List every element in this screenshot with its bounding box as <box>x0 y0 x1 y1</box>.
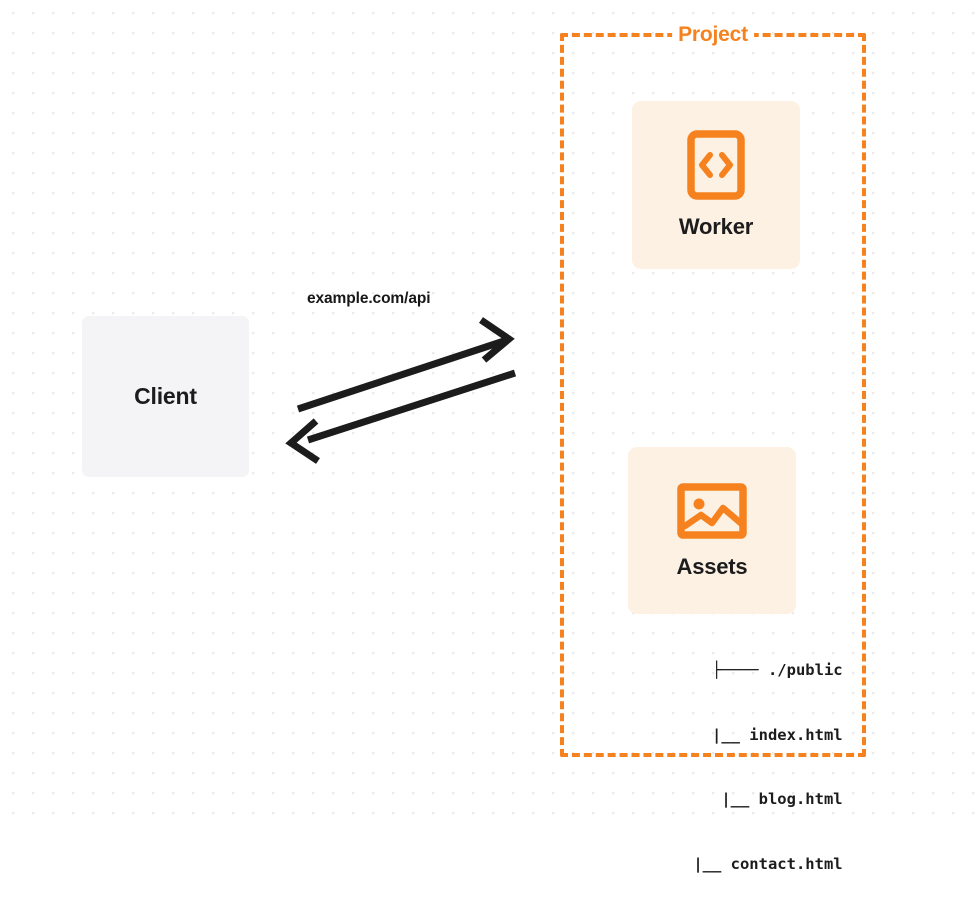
file-tree-row-text: |__ blog.html <box>600 790 843 808</box>
assets-card-label: Assets <box>676 553 748 579</box>
connection-label: example.com/api <box>307 290 431 307</box>
client-label: Client <box>134 383 197 409</box>
file-tree-row-text: |__ index.html <box>600 725 843 744</box>
arrow-left-head-icon <box>285 418 320 464</box>
file-tree-row: |__ contact.html <box>600 854 842 876</box>
diagram-canvas: Client example.com/api Project Worker <box>0 0 980 873</box>
assets-card[interactable]: Assets <box>628 447 796 614</box>
file-tree-row-text: |__ contact.html <box>600 854 843 873</box>
arrow-right-head-icon <box>479 317 515 363</box>
worker-card[interactable]: Worker <box>632 101 800 269</box>
code-brackets-icon <box>687 130 745 200</box>
asset-file-tree: ├──── ./public |__ index.html |__ blog.h… <box>600 617 843 918</box>
connection-arrows <box>285 317 517 464</box>
file-tree-row: ├──── ./public <box>600 660 843 682</box>
worker-card-label: Worker <box>678 214 754 239</box>
file-tree-row-text: ├──── ./public <box>600 661 843 679</box>
file-tree-row: |__ index.html <box>600 725 843 747</box>
file-tree-row: |__ blog.html <box>600 789 842 811</box>
client-node[interactable]: Client <box>82 316 249 477</box>
arrow-right-icon <box>296 337 506 413</box>
project-container: Project <box>560 23 866 757</box>
image-picture-icon <box>677 482 747 539</box>
arrow-left-icon <box>306 369 517 444</box>
project-title: Project <box>672 23 754 47</box>
